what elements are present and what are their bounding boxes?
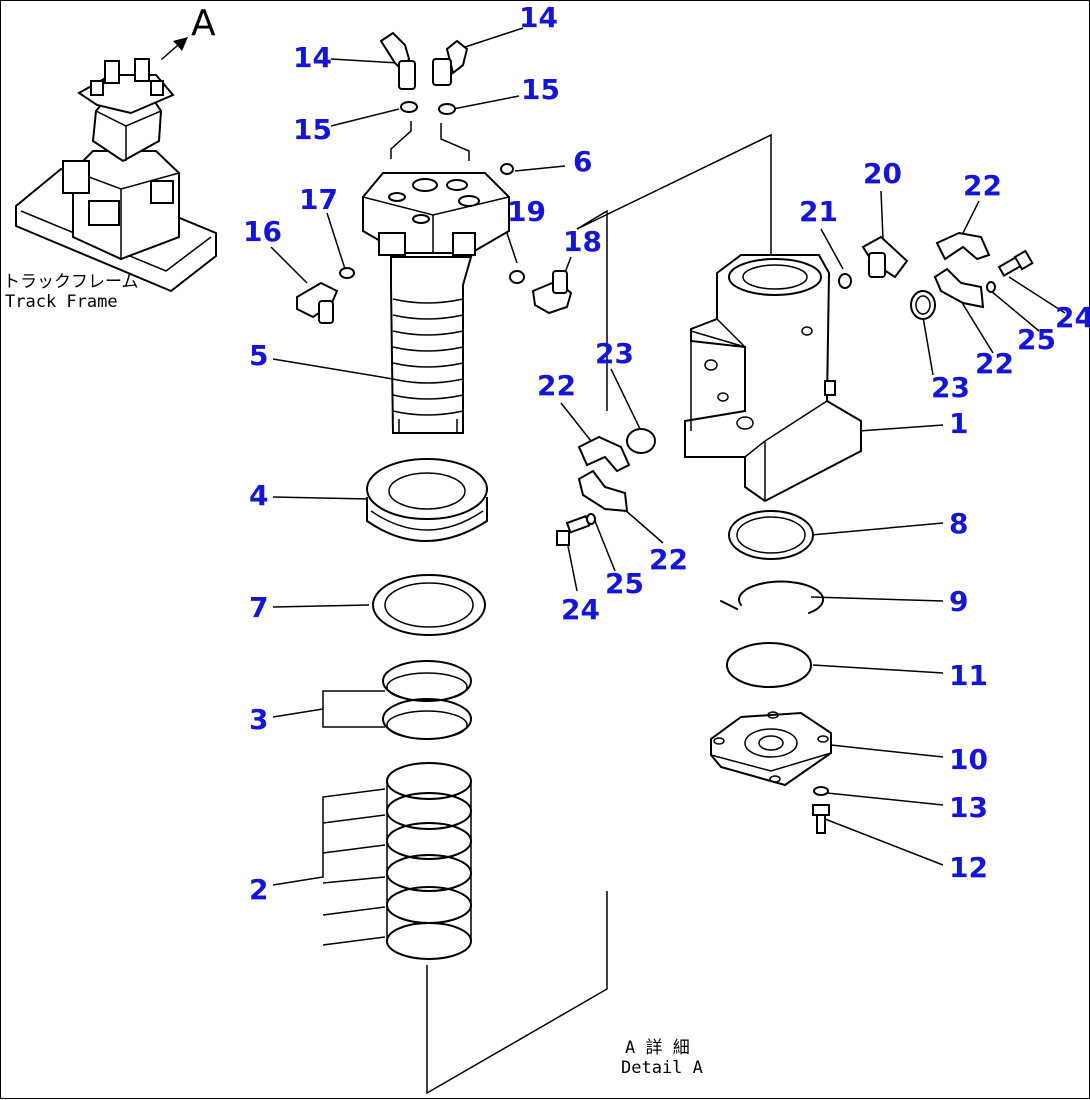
callout-18: 18 xyxy=(563,225,602,258)
part-19-oring xyxy=(509,270,525,284)
callout-20: 20 xyxy=(863,157,902,190)
part-17-oring xyxy=(339,267,355,279)
callout-14-left: 14 xyxy=(293,41,332,74)
callout-10: 10 xyxy=(949,743,988,776)
part-25-washer-left xyxy=(586,513,596,525)
callout-8: 8 xyxy=(949,507,968,540)
part-20-tee-fitting xyxy=(861,235,909,279)
callout-5: 5 xyxy=(249,339,268,372)
callout-numbers: 14 14 15 15 6 17 19 16 18 20 21 22 24 25… xyxy=(243,1,1090,906)
callout-15-left: 15 xyxy=(293,113,332,146)
part-7-thrust-ring xyxy=(372,574,486,636)
part-24-bolt-left xyxy=(556,514,591,546)
part-4-dust-seal-ring xyxy=(366,458,488,542)
callout-25-left: 25 xyxy=(605,567,644,600)
callout-13: 13 xyxy=(949,791,988,824)
callout-3: 3 xyxy=(249,703,268,736)
part-3-seal-pair xyxy=(382,660,472,740)
part-24-bolt-right xyxy=(997,249,1034,278)
part-25-washer-right xyxy=(986,281,996,293)
part-21-oring xyxy=(838,273,852,289)
callout-11: 11 xyxy=(949,659,988,692)
callout-2: 2 xyxy=(249,873,268,906)
view-label-a: A xyxy=(191,3,216,44)
track-frame-label-en: Track Frame xyxy=(5,292,118,312)
callout-6: 6 xyxy=(573,145,592,178)
part-15-oring-left xyxy=(400,101,418,113)
part-16-elbow xyxy=(296,281,339,324)
part-23-plug-right xyxy=(910,290,936,320)
callout-23-right: 23 xyxy=(931,371,970,404)
part-12-bolt xyxy=(812,804,830,834)
callout-25-right: 25 xyxy=(1017,323,1056,356)
track-frame-label-jp: トラックフレーム xyxy=(3,272,139,292)
callout-22-lower-left: 22 xyxy=(649,543,688,576)
part-10-end-cover xyxy=(710,711,832,787)
part-6-plug xyxy=(500,163,514,175)
part-5-swivel-rotor xyxy=(362,172,510,434)
callout-15-right: 15 xyxy=(521,73,560,106)
callout-24-left: 24 xyxy=(561,593,600,626)
part-15-oring-right xyxy=(438,103,456,115)
part-22-clamp-upper-left xyxy=(577,435,631,473)
leader-lines xyxy=(270,27,1066,1095)
part-2-ring-stack xyxy=(386,762,472,960)
callout-21: 21 xyxy=(799,195,838,228)
callout-23-left: 23 xyxy=(595,337,634,370)
part-11-oring xyxy=(726,642,812,688)
callout-19: 19 xyxy=(507,195,546,228)
part-14-elbow-right xyxy=(432,39,469,86)
callout-9: 9 xyxy=(949,585,968,618)
detail-label-en: Detail A xyxy=(621,1058,703,1078)
part-14-elbow-left xyxy=(379,31,416,90)
callout-16: 16 xyxy=(243,215,282,248)
callout-7: 7 xyxy=(249,591,268,624)
part-22-clamp-lower-left xyxy=(577,469,629,513)
part-13-washer xyxy=(813,786,829,796)
part-23-plug-left xyxy=(626,428,656,454)
callout-14-right: 14 xyxy=(519,1,558,34)
part-1-swivel-body xyxy=(684,254,862,503)
callout-17: 17 xyxy=(299,183,338,216)
part-22-clamp-lower-right xyxy=(933,267,985,309)
inset-track-frame-view: A トラックフレーム Track Frame xyxy=(3,3,217,312)
part-22-clamp-upper-right xyxy=(935,231,991,261)
detail-label-jp: A 詳 細 xyxy=(625,1038,690,1058)
callout-12: 12 xyxy=(949,851,988,884)
part-8-seal-ring xyxy=(728,510,814,560)
part-9-snap-ring xyxy=(720,580,825,614)
callout-24-right: 24 xyxy=(1055,301,1090,334)
part-18-elbow xyxy=(531,270,573,315)
callout-22-upper-left: 22 xyxy=(537,369,576,402)
callout-1: 1 xyxy=(949,407,968,440)
callout-4: 4 xyxy=(249,479,268,512)
view-direction-arrow-icon xyxy=(161,37,188,60)
callout-22-upper-right: 22 xyxy=(963,169,1002,202)
callout-22-lower-right: 22 xyxy=(975,347,1014,380)
